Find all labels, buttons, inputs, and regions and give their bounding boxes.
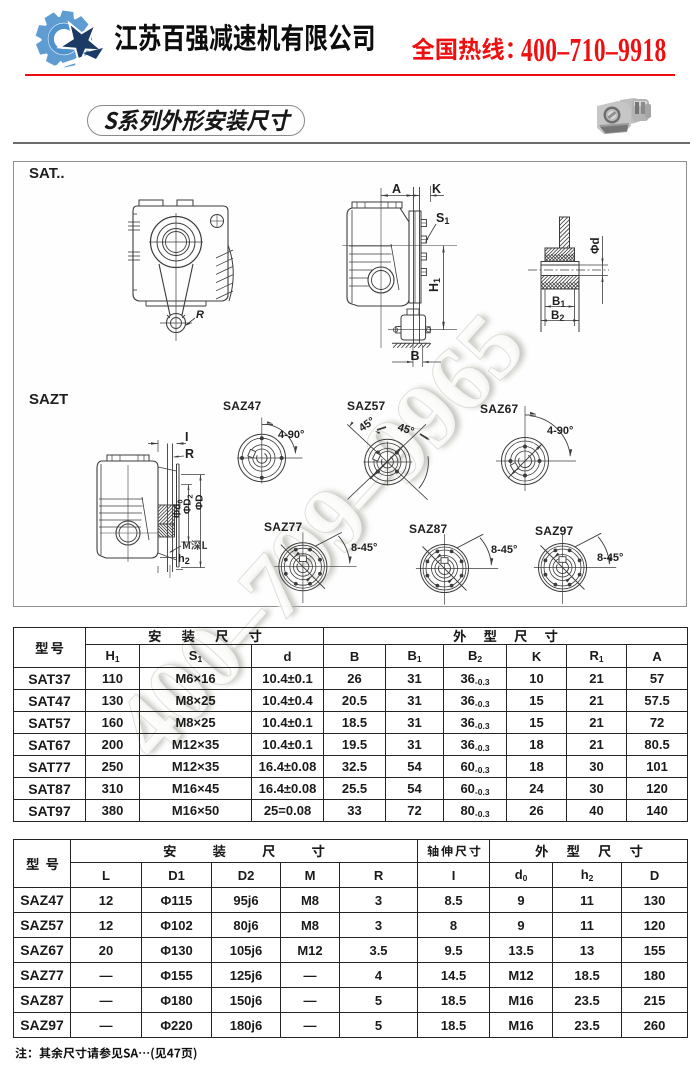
svg-text:B: B xyxy=(411,349,420,363)
svg-text:ΦD: ΦD xyxy=(195,495,206,510)
svg-text:4-90°: 4-90° xyxy=(547,425,573,437)
svg-text:8-45°: 8-45° xyxy=(597,552,623,564)
svg-text:SAZT: SAZT xyxy=(29,391,68,408)
svg-text:H1: H1 xyxy=(427,278,442,292)
svg-text:SAZ57: SAZ57 xyxy=(347,399,385,413)
svg-text:8-45°: 8-45° xyxy=(491,544,517,556)
svg-text:ΦD2: ΦD2 xyxy=(183,494,195,514)
svg-text:SAZ67: SAZ67 xyxy=(480,402,518,416)
svg-text:Φd: Φd xyxy=(590,238,602,254)
svg-text:I: I xyxy=(185,430,188,444)
svg-text:R: R xyxy=(196,309,204,321)
svg-text:4-90°: 4-90° xyxy=(278,429,304,441)
svg-text:SAT..: SAT.. xyxy=(29,165,65,182)
svg-text:K: K xyxy=(432,182,441,196)
svg-text:Φd0: Φd0 xyxy=(173,500,185,519)
svg-text:A: A xyxy=(392,182,401,196)
svg-text:SAZ77: SAZ77 xyxy=(264,520,302,534)
svg-text:S1: S1 xyxy=(436,211,449,226)
svg-text:45°: 45° xyxy=(357,415,378,434)
svg-text:R: R xyxy=(185,447,194,461)
svg-text:45°: 45° xyxy=(396,421,416,438)
svg-text:SAZ87: SAZ87 xyxy=(409,522,447,536)
svg-text:8-45°: 8-45° xyxy=(351,542,377,554)
svg-text:SAZ97: SAZ97 xyxy=(535,524,573,538)
svg-text:B1: B1 xyxy=(552,296,565,309)
svg-text:SAZ47: SAZ47 xyxy=(223,399,261,413)
svg-text:h2: h2 xyxy=(178,553,190,566)
svg-text:B2: B2 xyxy=(551,310,564,323)
